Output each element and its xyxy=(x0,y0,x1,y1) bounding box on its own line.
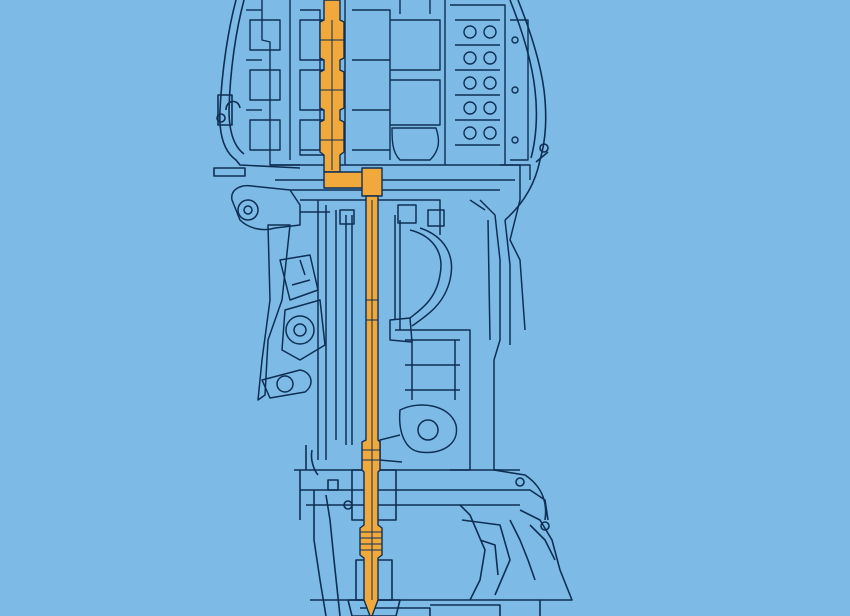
vertical-drive-shaft xyxy=(359,195,383,616)
drive-shaft-highlight xyxy=(319,0,383,616)
lower-unit-gearcase xyxy=(294,445,573,616)
shaft-coupling xyxy=(361,167,383,197)
engine-cowling xyxy=(213,0,549,221)
drive-shaft-details xyxy=(320,20,382,600)
